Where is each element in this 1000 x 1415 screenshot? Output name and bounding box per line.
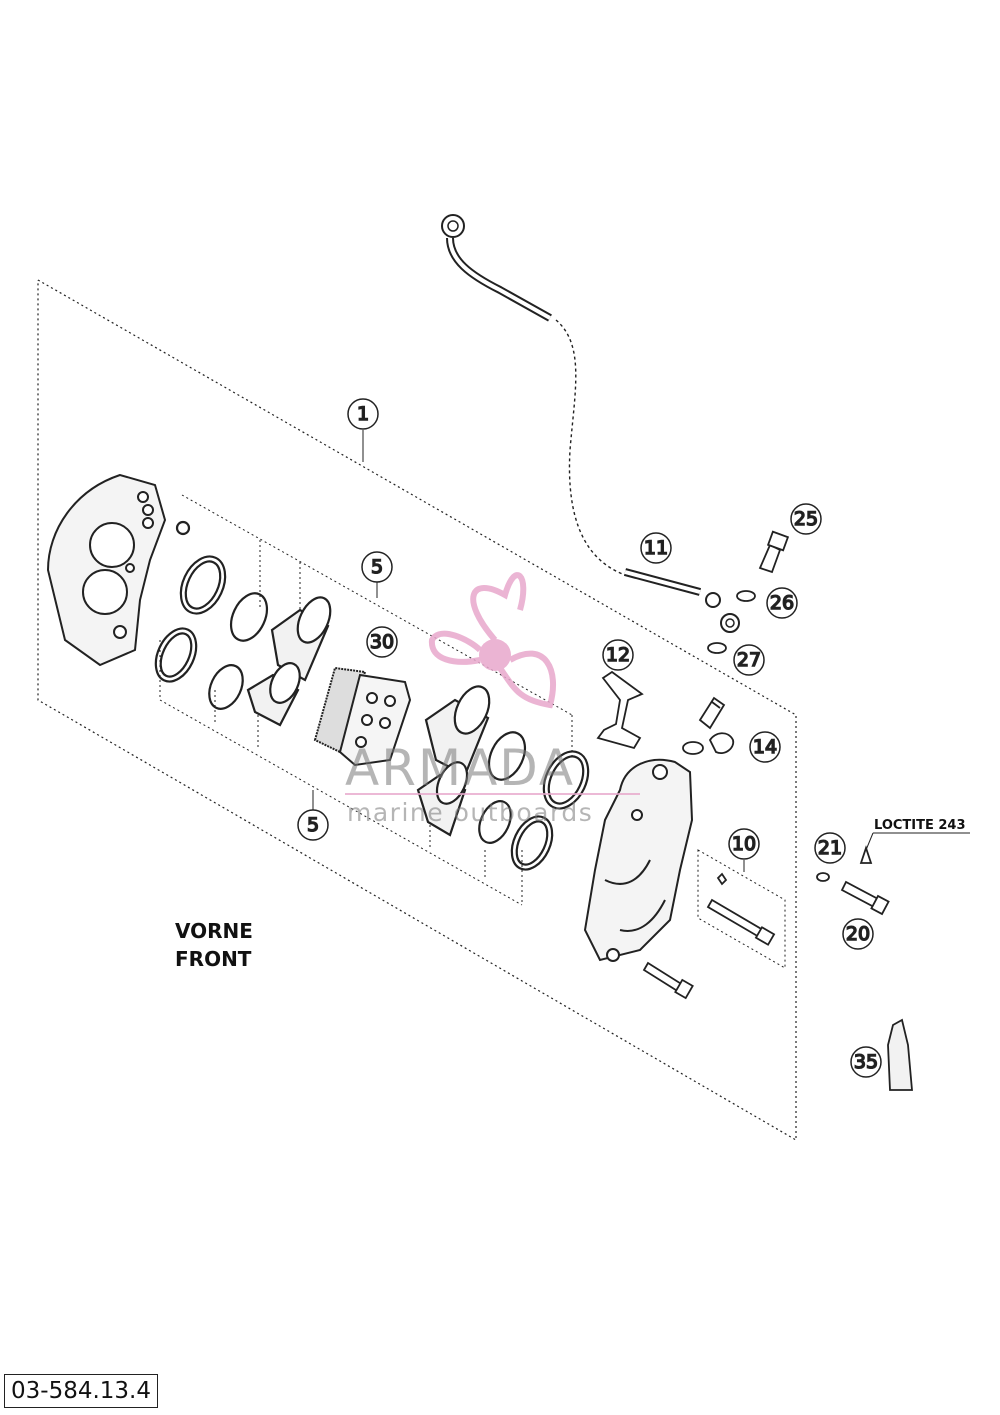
- svg-text:21: 21: [818, 837, 842, 859]
- seal-kit-outline: [159, 494, 573, 906]
- callout-1: 1: [347, 398, 379, 430]
- callouts: 1 5 30 5 11 12 14 10 25 26 27 21 20 35: [297, 398, 882, 1078]
- sealant-bottle: [887, 1018, 913, 1091]
- callout-14: 14: [749, 731, 781, 763]
- bleeder-valve: [682, 696, 735, 755]
- svg-text:25: 25: [794, 508, 818, 530]
- svg-text:14: 14: [753, 736, 777, 758]
- svg-text:30: 30: [370, 631, 394, 653]
- loctite-label: LOCTITE 243: [874, 818, 966, 833]
- svg-text:35: 35: [854, 1051, 878, 1073]
- callout-5-top: 5: [361, 551, 393, 583]
- pad-spring: [596, 670, 644, 750]
- svg-text:5: 5: [371, 556, 383, 578]
- direction-label-de: VORNE: [175, 919, 253, 943]
- callout-11: 11: [640, 532, 672, 564]
- brake-hose: [441, 214, 740, 633]
- svg-text:11: 11: [644, 537, 668, 559]
- callout-27: 27: [733, 644, 765, 676]
- svg-text:27: 27: [737, 649, 761, 671]
- svg-text:12: 12: [606, 644, 630, 666]
- seals-and-pistons: [154, 520, 590, 871]
- brake-pads: [313, 666, 412, 767]
- callout-10: 10: [728, 828, 760, 860]
- callout-30: 30: [366, 626, 398, 658]
- callout-20: 20: [842, 918, 874, 950]
- svg-text:5: 5: [307, 814, 319, 836]
- svg-text:1: 1: [357, 403, 369, 425]
- leader-lines: [312, 430, 970, 872]
- svg-text:26: 26: [770, 592, 794, 614]
- pin-kit-outline: [697, 849, 786, 969]
- callout-21: 21: [814, 832, 846, 864]
- svg-text:10: 10: [732, 833, 756, 855]
- watermark-brand: ARMADA: [345, 739, 575, 797]
- caliper-half-left: [46, 473, 167, 667]
- callout-35: 35: [850, 1046, 882, 1078]
- watermark-tagline: marine outboards: [347, 798, 593, 827]
- direction-label-en: FRONT: [175, 947, 252, 971]
- callout-25: 25: [790, 503, 822, 535]
- screws: [642, 845, 890, 1000]
- caliper-pin: [706, 872, 776, 946]
- caliper-half-right: [583, 758, 694, 962]
- callout-5-bottom: 5: [297, 809, 329, 841]
- watermark-logo: [428, 572, 557, 709]
- drawing-code: 03-584.13.4: [4, 1374, 158, 1408]
- banjo-bolt: [707, 530, 790, 654]
- assembly-outline: [37, 279, 797, 1142]
- svg-text:20: 20: [846, 923, 870, 945]
- callout-12: 12: [602, 639, 634, 671]
- callout-26: 26: [766, 587, 798, 619]
